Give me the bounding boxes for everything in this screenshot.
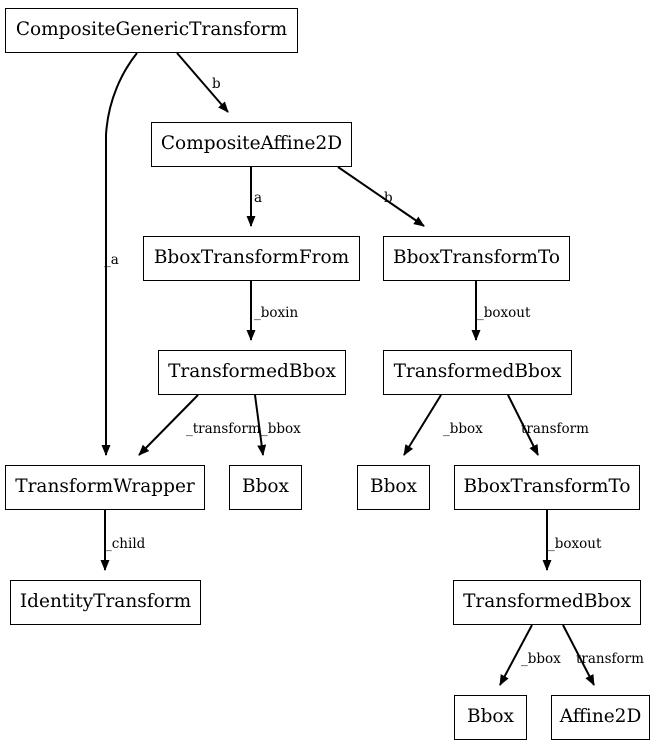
node-bbox-left[interactable]: Bbox — [229, 465, 302, 510]
edge-transformedbbox-bottom-to-bbox — [499, 624, 533, 686]
edge-label-transform-right: transform — [521, 421, 589, 437]
edge-transformedbbox-right-to-bbox — [403, 394, 442, 456]
edge-compositegenerictransform-to-compositeaffine2d — [176, 52, 229, 113]
node-transform-wrapper[interactable]: TransformWrapper — [5, 465, 205, 510]
edge-compositeaffine2d-to-bboxtransformto — [337, 166, 425, 227]
node-transformed-bbox-left[interactable]: TransformedBbox — [158, 350, 346, 395]
edge-label-transform-bottom: transform — [576, 651, 644, 667]
edge-label-b-affine: b — [384, 190, 393, 206]
node-transformed-bbox-bottom[interactable]: TransformedBbox — [453, 580, 641, 625]
node-bbox-bottom[interactable]: Bbox — [454, 695, 527, 740]
edge-transformedbbox-right-to-bboxtransformto — [507, 394, 539, 456]
edge-label-a-generic: _a — [104, 252, 119, 268]
edge-transformedbbox-left-to-bbox — [254, 394, 267, 456]
edge-label-bbox-left: _bbox — [261, 421, 301, 437]
edge-label-bbox-right: _bbox — [443, 421, 483, 437]
edge-label-boxin: _boxin — [254, 305, 299, 321]
edge-label-bbox-bottom: _bbox — [521, 651, 561, 667]
node-composite-generic-transform[interactable]: CompositeGenericTransform — [5, 8, 298, 53]
edge-label-b-generic: b — [212, 76, 221, 92]
node-transformed-bbox-right[interactable]: TransformedBbox — [383, 350, 572, 395]
edge-transformedbbox-left-to-transformwrapper — [138, 394, 199, 456]
node-composite-affine2d[interactable]: CompositeAffine2D — [151, 122, 352, 167]
node-identity-transform[interactable]: IdentityTransform — [10, 580, 201, 625]
node-bbox-transform-to-upper[interactable]: BboxTransformTo — [383, 236, 570, 281]
node-affine2d[interactable]: Affine2D — [551, 695, 650, 740]
edge-label-boxout-upper: _boxout — [477, 305, 531, 321]
edge-compositegenerictransform-to-transformwrapper — [101, 52, 138, 456]
node-bbox-middle[interactable]: Bbox — [357, 465, 430, 510]
edge-label-a-affine: a — [254, 190, 263, 206]
edge-label-boxout-lower: _boxout — [548, 536, 602, 552]
node-bbox-transform-from[interactable]: BboxTransformFrom — [143, 236, 360, 281]
edge-transformedbbox-bottom-to-affine2d — [562, 624, 595, 686]
edge-label-transform-left: _transform — [186, 421, 261, 437]
edge-label-child: _child — [105, 536, 146, 552]
node-bbox-transform-to-lower[interactable]: BboxTransformTo — [454, 465, 640, 510]
